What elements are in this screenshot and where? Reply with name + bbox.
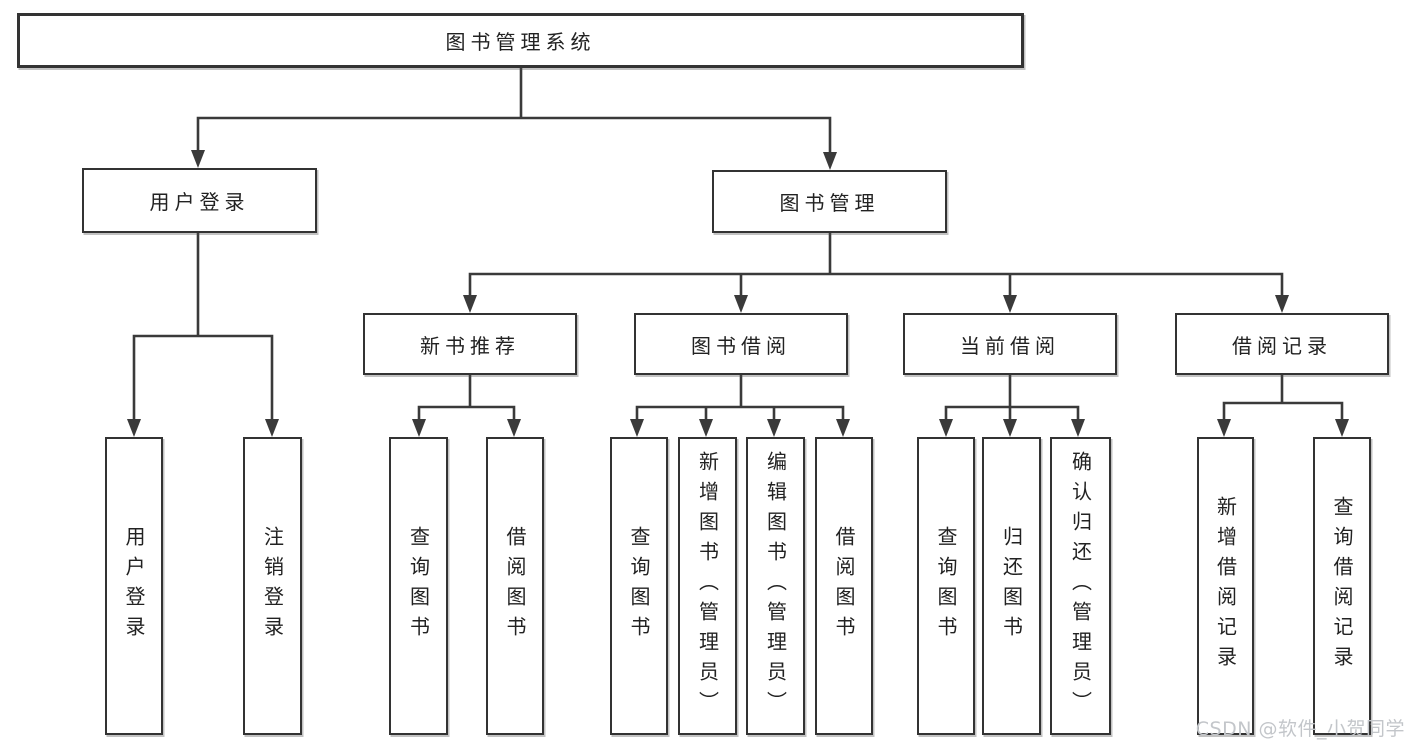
leaf-current-confirm-return-admin: 确认归还（管理员） (1050, 437, 1111, 735)
node-borrow-records: 借阅记录 (1175, 313, 1389, 375)
leaf-logout: 注销登录 (243, 437, 302, 735)
leaf-current-query-book: 查询图书 (917, 437, 975, 735)
leaf-current-return-book: 归还图书 (982, 437, 1041, 735)
connector-level1-branch (196, 116, 832, 155)
connector-current-borrow-branch (944, 405, 1080, 423)
node-root: 图书管理系统 (17, 13, 1024, 68)
csdn-watermark: CSDN @软件_小贺同学 (1195, 718, 1405, 740)
leaf-borrow-borrow-book: 借阅图书 (815, 437, 873, 735)
connector-book-mgmt-branch (468, 272, 1284, 299)
arrowheads (127, 150, 1349, 437)
leaf-borrow-add-book-admin: 新增图书（管理员） (678, 437, 737, 735)
connector-borrow-records-branch (1222, 401, 1344, 423)
node-current-borrow: 当前借阅 (903, 313, 1117, 375)
node-user-login: 用户登录 (82, 168, 317, 233)
connector-user-login-branch (132, 334, 274, 423)
leaf-records-query-record: 查询借阅记录 (1313, 437, 1371, 735)
leaf-borrow-edit-book-admin: 编辑图书（管理员） (746, 437, 805, 735)
connector-book-borrow-branch (635, 405, 845, 423)
node-book-management: 图书管理 (712, 170, 947, 233)
connector-new-book-branch (417, 405, 516, 423)
leaf-user-login: 用户登录 (105, 437, 163, 735)
leaf-newrec-borrow-book: 借阅图书 (486, 437, 544, 735)
node-book-borrow: 图书借阅 (634, 313, 848, 375)
leaf-newrec-query-book: 查询图书 (389, 437, 448, 735)
node-new-book-recommend: 新书推荐 (363, 313, 577, 375)
leaf-borrow-query-book: 查询图书 (610, 437, 668, 735)
leaf-records-add-record: 新增借阅记录 (1197, 437, 1254, 735)
